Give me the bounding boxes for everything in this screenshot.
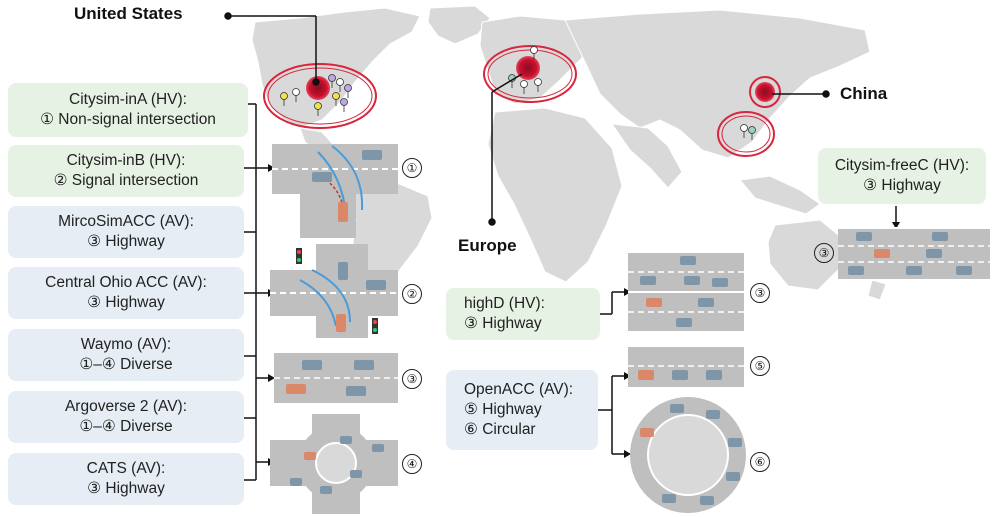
dataset-citysim-ina: Citysim-inA (HV): ① Non-signal intersect… xyxy=(8,83,248,137)
dataset-detail: ③ Highway xyxy=(87,233,165,250)
region-label-europe: Europe xyxy=(458,236,517,255)
region-pointers xyxy=(224,12,830,226)
dataset-title: MircoSimACC (AV): xyxy=(58,213,194,230)
dataset-detail: ① Non-signal intersection xyxy=(40,111,216,128)
greenland xyxy=(427,5,491,45)
dataset-argoverse-2: Argoverse 2 (AV): ①–④ Diverse xyxy=(8,391,244,443)
dataset-title: Citysim-inA (HV): xyxy=(69,91,187,108)
scene-number-4: ④ xyxy=(402,454,422,474)
region-label-united-states: United States xyxy=(74,4,183,23)
dataset-citysim-inb: Citysim-inB (HV): ② Signal intersection xyxy=(8,145,244,197)
dataset-detail: ①–④ Diverse xyxy=(79,418,173,435)
dataset-title: CATS (AV): xyxy=(86,460,166,477)
scene-number-1: ① xyxy=(402,158,422,178)
dataset-detail: ③ Highway xyxy=(863,177,941,194)
dataset-waymo: Waymo (AV): ①–④ Diverse xyxy=(8,329,244,381)
scene-non-signal-intersection xyxy=(272,144,398,238)
dataset-detail-highway: ⑤ Highway xyxy=(464,401,542,418)
new-zealand xyxy=(867,279,887,301)
dataset-title: Waymo (AV): xyxy=(80,336,172,353)
dataset-title: Central Ohio ACC (AV): xyxy=(45,274,207,291)
dataset-title: OpenACC (AV): xyxy=(464,381,574,398)
scene-number-6: ⑥ xyxy=(750,452,770,472)
scene-highway-openacc xyxy=(628,345,744,389)
dataset-detail: ③ Highway xyxy=(87,480,165,497)
scene-highway-highd xyxy=(628,251,744,333)
dataset-detail: ② Signal intersection xyxy=(53,172,199,189)
dataset-citysim-freec: Citysim-freeC (HV): ③ Highway xyxy=(818,148,986,204)
china-hotspot xyxy=(717,76,781,157)
scene-roundabout xyxy=(270,414,398,514)
dataset-highd: highD (HV): ③ Highway xyxy=(446,288,600,340)
scene-number-5: ⑤ xyxy=(750,356,770,376)
dataset-title: highD (HV): xyxy=(464,295,545,312)
scene-number-3-highd: ③ xyxy=(750,283,770,303)
dataset-cats: CATS (AV): ③ Highway xyxy=(8,453,244,505)
australia xyxy=(767,219,843,291)
scene-number-3-freec: ③ xyxy=(814,243,834,263)
scene-highway-freec xyxy=(838,227,990,281)
asia xyxy=(564,9,871,159)
us-hotspot xyxy=(263,63,377,129)
dataset-mircosimacc: MircoSimACC (AV): ③ Highway xyxy=(8,206,244,258)
africa xyxy=(487,107,623,283)
dataset-openacc: OpenACC (AV): ⑤ Highway ⑥ Circular xyxy=(446,370,598,450)
scene-highway-left xyxy=(274,351,398,405)
arabia-india xyxy=(610,123,683,189)
north-america xyxy=(251,7,421,129)
dataset-detail: ③ Highway xyxy=(464,315,542,332)
location-pins xyxy=(280,46,756,140)
dataset-title: Argoverse 2 (AV): xyxy=(64,398,188,415)
dataset-detail: ③ Highway xyxy=(87,294,165,311)
dataset-detail-circular: ⑥ Circular xyxy=(464,421,536,438)
dataset-central-ohio-acc: Central Ohio ACC (AV): ③ Highway xyxy=(8,267,244,319)
dataset-title: Citysim-freeC (HV): xyxy=(834,157,970,174)
scene-number-2: ② xyxy=(402,284,422,304)
southeast-asia-islands xyxy=(739,175,821,215)
scene-circular-track xyxy=(630,397,746,513)
arrowheads xyxy=(268,164,900,466)
region-label-china: China xyxy=(840,84,888,103)
dataset-detail: ①–④ Diverse xyxy=(79,356,173,373)
left-connectors xyxy=(244,103,897,481)
dataset-title: Citysim-inB (HV): xyxy=(66,152,186,169)
scene-signal-intersection xyxy=(270,244,398,338)
scene-number-3: ③ xyxy=(402,369,422,389)
